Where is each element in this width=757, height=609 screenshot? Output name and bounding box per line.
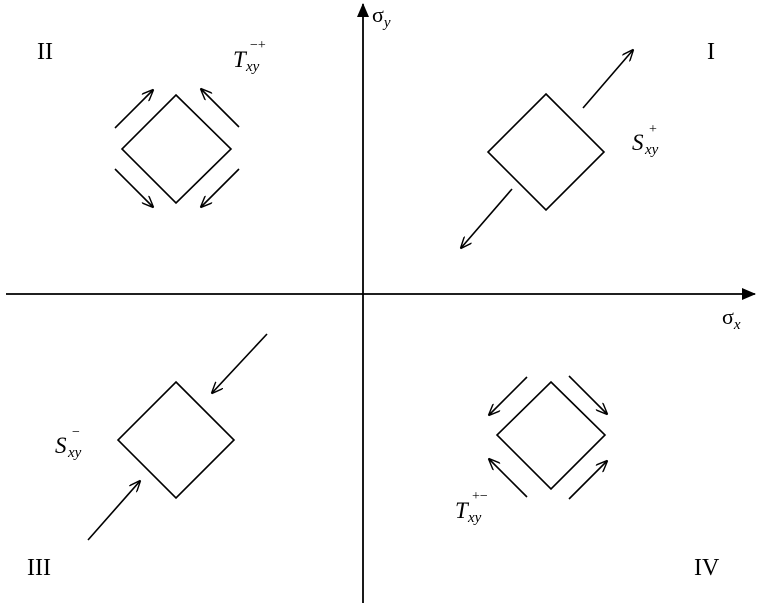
x-axis-label: σx (722, 304, 741, 333)
shear-arrow-q4-b (568, 375, 607, 414)
symbol-t-plus-minus-sub: xy (468, 510, 482, 526)
symbol-t-minus-plus-sub: xy (246, 59, 260, 75)
shear-arrow-q2-d (201, 168, 240, 207)
symbol-t-minus-plus-base: T (233, 47, 246, 72)
x-axis-symbol: σ (722, 304, 734, 329)
y-axis-symbol: σ (372, 2, 384, 27)
quadrant-label-4: IV (694, 555, 720, 581)
symbol-t-plus-minus: T +− xy (455, 490, 488, 526)
quadrant-label-1: I (707, 39, 715, 65)
x-axis-subscript: x (733, 317, 741, 333)
symbol-s-plus-sub: xy (645, 142, 659, 158)
shear-arrow-q4-a (489, 376, 528, 415)
symbol-t-plus-minus-sup: +− (472, 489, 488, 504)
symbol-s-plus-sup: + (649, 122, 657, 137)
element-quadrant-3 (116, 380, 236, 500)
shear-arrow-q4-c (489, 459, 528, 498)
shear-arrow-q2-a (114, 90, 153, 129)
element-quadrant-4 (495, 380, 607, 491)
shear-arrow-q4-d (568, 461, 607, 500)
compression-arrow-bottom (87, 481, 140, 541)
symbol-s-minus: S − xy (55, 426, 81, 461)
symbol-s-minus-base: S (55, 433, 67, 458)
shear-arrow-q2-c (114, 168, 153, 207)
symbol-s-plus-base: S (632, 130, 644, 155)
tension-arrow-down (461, 188, 513, 248)
element-quadrant-1 (486, 92, 606, 212)
symbol-t-plus-minus-base: T (455, 498, 468, 523)
y-axis-label: σy (372, 2, 391, 31)
symbol-s-minus-sub: xy (68, 445, 82, 461)
compression-arrow-top (212, 333, 268, 393)
symbol-t-minus-plus-sup: −+ (250, 38, 266, 53)
symbol-s-minus-sup: − (72, 425, 80, 440)
element-quadrant-2 (120, 93, 233, 205)
tension-arrow-up (582, 50, 633, 109)
quadrant-label-3: III (27, 555, 51, 581)
quadrant-label-2: II (37, 39, 53, 65)
shear-arrow-q2-b (201, 89, 240, 128)
symbol-t-minus-plus: T −+ xy (233, 39, 266, 75)
y-axis-subscript: y (383, 15, 391, 31)
symbol-s-plus: S + xy (632, 123, 658, 158)
